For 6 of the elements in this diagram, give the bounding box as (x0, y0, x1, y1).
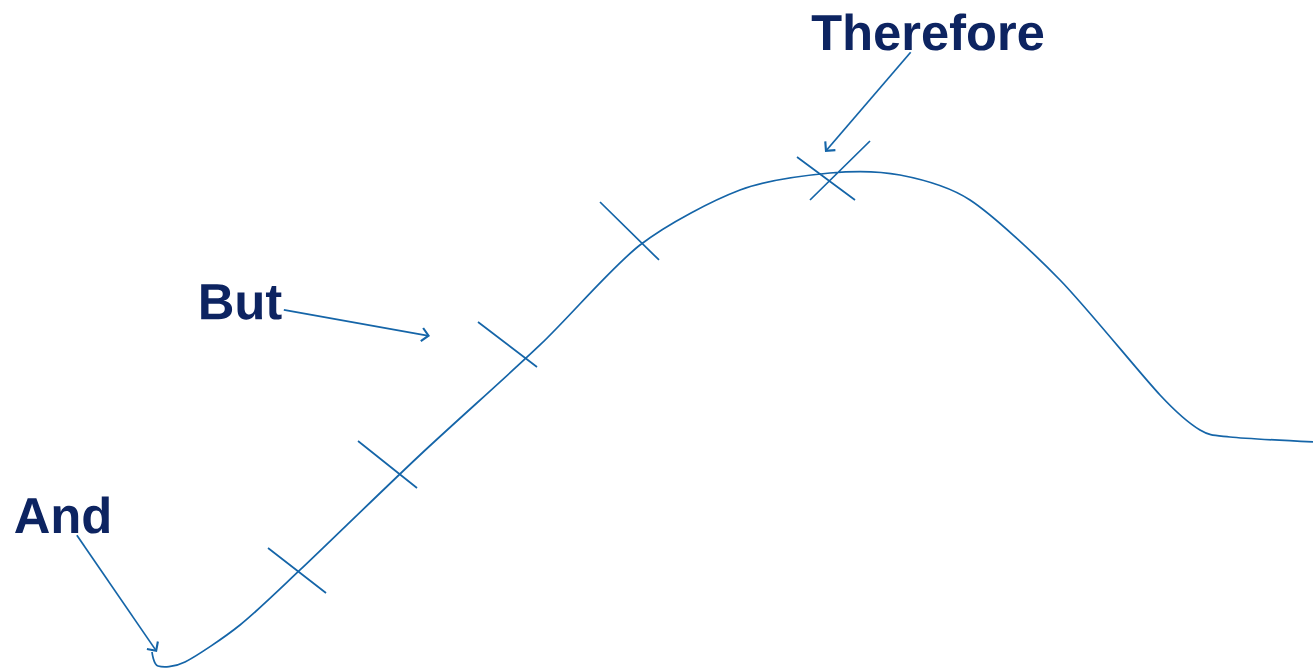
arrow (76, 534, 159, 652)
label-text: Therefore (811, 13, 1044, 51)
label-text: And (15, 496, 109, 534)
arrow (282, 308, 430, 342)
arrow (824, 51, 912, 152)
label-text: But (201, 284, 282, 320)
